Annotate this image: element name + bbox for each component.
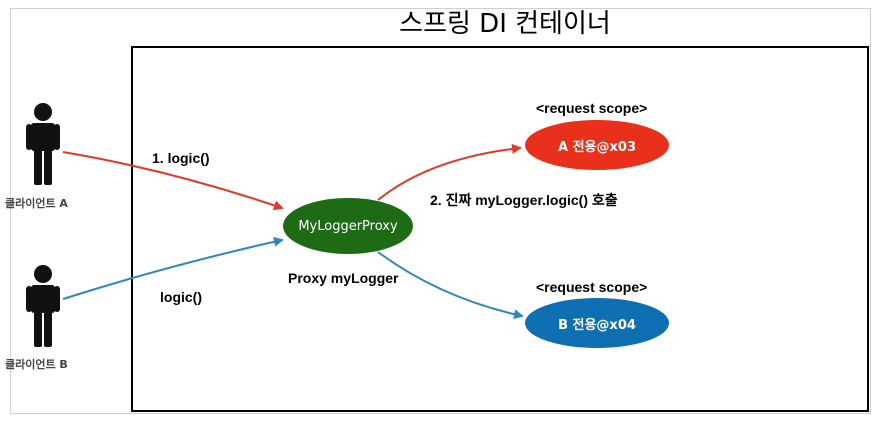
bean-b-label: B 전용@x04 — [558, 317, 636, 333]
proxy-node-label: MyLoggerProxy — [298, 218, 398, 234]
arrow-label-real-call: 2. 진짜 myLogger.logic() 호출 — [430, 192, 618, 208]
diagram-frame — [10, 8, 871, 414]
container-title: 스프링 DI 컨테이너 — [399, 9, 611, 39]
bean-b-node: B 전용@x04 — [525, 298, 669, 348]
arrow-client-a-to-proxy — [62, 151, 284, 211]
arrow-proxy-to-bean-a — [377, 143, 522, 201]
person-icon — [26, 265, 60, 347]
proxy-node: MyLoggerProxy — [283, 198, 413, 254]
bean-b-scope: <request scope> — [536, 279, 648, 295]
arrow-proxy-to-bean-b — [377, 251, 524, 320]
client-a-label: 클라이언트 A — [5, 197, 68, 210]
bean-a-node: A 전용@x03 — [525, 120, 669, 170]
arrow-label-client-b: logic() — [160, 289, 202, 305]
proxy-caption: Proxy myLogger — [288, 270, 399, 286]
bean-a-scope: <request scope> — [536, 100, 648, 116]
client-b-label: 클라이언트 B — [5, 358, 68, 371]
bean-a-label: A 전용@x03 — [558, 139, 636, 155]
spring-di-container — [131, 46, 869, 412]
arrow-client-b-to-proxy — [62, 236, 284, 300]
person-icon — [26, 103, 60, 185]
arrow-label-client-a: 1. logic() — [152, 150, 210, 166]
